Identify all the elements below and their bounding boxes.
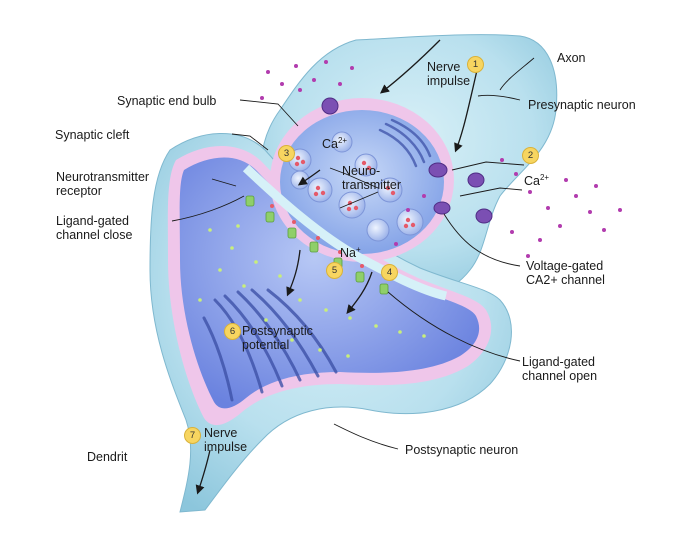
voltage-gated-label: Voltage-gated CA2+ channel — [526, 259, 605, 287]
na-label: Na+ — [340, 244, 361, 260]
synaptic-vesicles — [288, 131, 424, 242]
neurotransmitter-label: Neuro- transmitter — [342, 164, 402, 192]
step-badge-7: 7 — [184, 427, 201, 444]
neurotransmitter-clusters — [294, 155, 416, 229]
flow-arrows — [195, 39, 479, 495]
step-badge-4: 4 — [381, 264, 398, 281]
ligand-gated-open-label: Ligand-gated channel open — [522, 355, 598, 383]
leader-lines — [171, 57, 535, 450]
presynaptic-neuron-label: Presynaptic neuron — [528, 98, 636, 112]
synaptic-cleft — [242, 164, 448, 301]
ca-outside-label: Ca2+ — [524, 172, 550, 188]
sodium-ions — [198, 224, 426, 358]
step-badge-2: 2 — [522, 147, 539, 164]
step-badge-6: 6 — [224, 323, 241, 340]
postsynaptic-potential-label: Postsynaptic potential — [242, 324, 313, 352]
synaptic-cleft-label: Synaptic cleft — [55, 128, 130, 142]
neurotransmitter-receptor-label: Neurotransmitter receptor — [56, 170, 150, 198]
ca-inside-label: Ca2+ — [322, 135, 348, 151]
bulb-mitochondria — [378, 118, 432, 168]
axon-label: Axon — [557, 51, 586, 65]
step-badge-1: 1 — [467, 56, 484, 73]
synaptic-end-bulb-label: Synaptic end bulb — [117, 94, 217, 108]
nerve-impulse-bottom-label: Nerve impulse — [204, 426, 248, 454]
postsynaptic-organelles — [202, 288, 338, 402]
step-badge-3: 3 — [278, 145, 295, 162]
step-badge-5: 5 — [326, 262, 343, 279]
voltage-gated-channels — [321, 97, 493, 224]
postsynaptic-interior — [179, 157, 480, 409]
postsynaptic-neuron-label: Postsynaptic neuron — [405, 443, 519, 457]
ligand-gated-close-label: Ligand-gated channel close — [56, 214, 133, 242]
calcium-ions — [260, 60, 622, 258]
nerve-impulse-top-label: Nerve impulse — [427, 60, 471, 88]
dendrit-label: Dendrit — [87, 450, 128, 464]
